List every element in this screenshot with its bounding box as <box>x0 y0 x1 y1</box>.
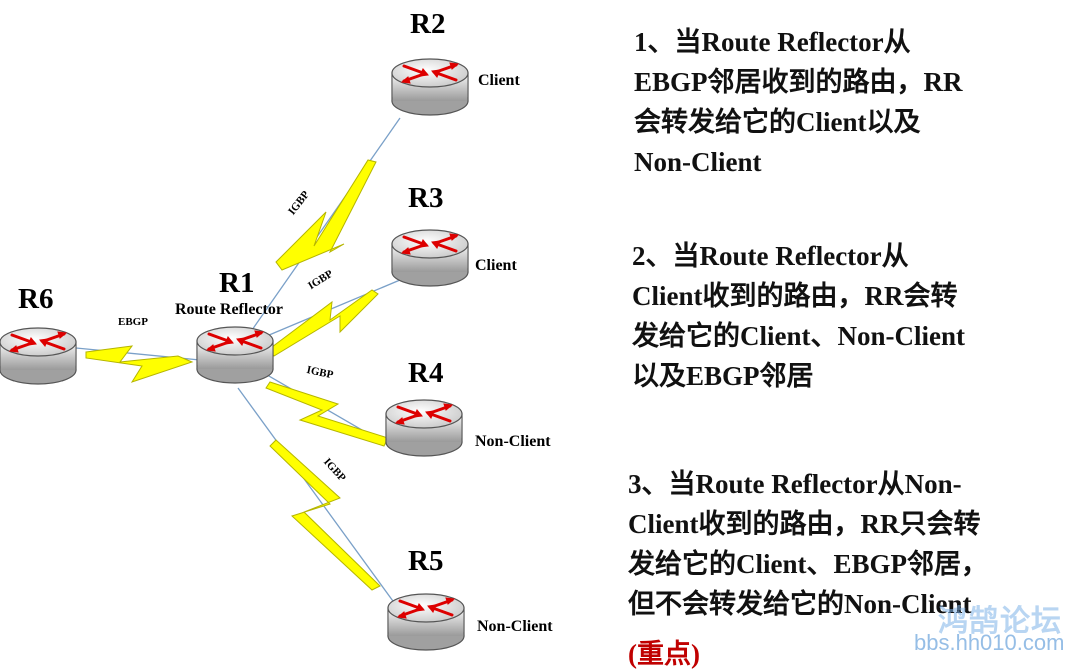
note-2-line-3: 发给它的Client、Non-Client <box>632 321 965 351</box>
router-r5-icon <box>386 592 466 652</box>
router-r2-role: Client <box>478 72 520 89</box>
link-label-ebgp: EBGP <box>118 316 148 328</box>
note-1: 1、当Route Reflector从 EBGP邻居收到的路由，RR 会转发给它… <box>634 22 963 182</box>
note-1-line-4: Non-Client <box>634 147 762 177</box>
router-r6-icon <box>0 326 78 386</box>
router-r2-name: R2 <box>410 8 446 40</box>
watermark-title: 鸿鹄论坛 <box>938 605 1062 638</box>
router-r6-name: R6 <box>18 283 54 315</box>
router-r1-name: R1 <box>219 267 255 299</box>
router-r5-name: R5 <box>408 545 444 577</box>
router-r4-name: R4 <box>408 357 444 389</box>
router-r3-name: R3 <box>408 182 444 214</box>
note-1-line-2: EBGP邻居收到的路由，RR <box>634 67 963 97</box>
note-3-line-4: 但不会转发给它的Non-Client <box>628 589 972 619</box>
watermark-url: bbs.hh010.com <box>914 630 1065 655</box>
router-r3-role: Client <box>475 257 517 274</box>
note-3-line-3: 发给它的Client、EBGP邻居， <box>628 549 989 579</box>
note-2: 2、当Route Reflector从 Client收到的路由，RR会转 发给它… <box>632 236 965 396</box>
note-3: 3、当Route Reflector从Non- Client收到的路由，RR只会… <box>628 464 988 624</box>
router-r5-role: Non-Client <box>477 618 553 635</box>
link-line-r1-r5 <box>237 387 399 609</box>
router-r4-role: Non-Client <box>475 433 551 450</box>
ebgp-lightning-r6-r1 <box>85 345 194 383</box>
note-3-line-1: 3、当Route Reflector从Non- <box>628 469 962 499</box>
router-r4-icon <box>384 398 464 458</box>
note-2-line-2: Client收到的路由，RR会转 <box>632 281 958 311</box>
igbp-lightning-r1-r4 <box>265 381 389 447</box>
igbp-lightning-r1-r2 <box>275 159 377 271</box>
igbp-lightning-r1-r3 <box>267 289 379 357</box>
link-line-r1-r2 <box>251 117 401 331</box>
note-1-line-3: 会转发给它的Client以及 <box>634 107 921 137</box>
router-r1-role: Route Reflector <box>175 301 283 318</box>
note-1-line-1: 1、当Route Reflector从 <box>634 27 911 57</box>
router-r3-icon <box>390 228 470 288</box>
emphasis-label: (重点) <box>628 639 700 669</box>
note-2-line-1: 2、当Route Reflector从 <box>632 241 909 271</box>
router-r2-icon <box>390 57 470 117</box>
igbp-lightning-r1-r5 <box>269 439 381 591</box>
router-r1-icon <box>195 325 275 385</box>
note-3-line-2: Client收到的路由，RR只会转 <box>628 509 981 539</box>
note-2-line-4: 以及EBGP邻居 <box>632 361 814 391</box>
